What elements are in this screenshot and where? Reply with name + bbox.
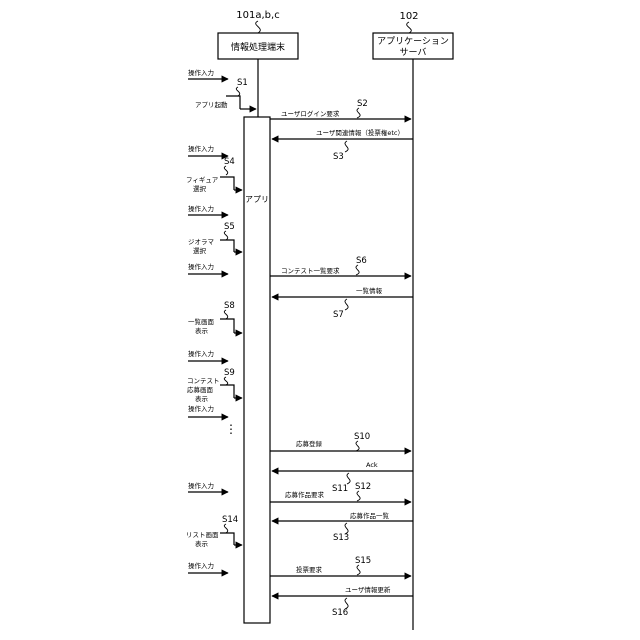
step-s6: S6 [356,256,367,266]
step-s8-leader [224,310,227,319]
step-s2-leader [357,108,360,118]
step-s7: S7 [333,310,344,320]
step-s1-bracket [226,96,240,109]
list-screen-line2: 表示 [195,326,209,335]
msg-s6-label: コンテスト一覧要求 [281,266,340,275]
step-s11-leader [347,473,350,484]
msg-s7-label: 一覧情報 [356,286,383,295]
list-view-line1: リスト画面 [186,531,219,539]
step-s9-bracket [220,385,234,398]
step-s10-leader [356,441,359,451]
step-s11: S11 [332,484,348,494]
msg-s12-label: 応募作品要求 [285,490,325,499]
step-s1: S1 [237,78,248,88]
terminal-ref-label: 101a,b,c [236,10,279,21]
step-s4-leader [224,166,227,175]
figure-select-line2: 選択 [193,184,207,193]
app-activation-bar [244,117,270,623]
step-s15: S15 [355,556,371,566]
continuation-ellipsis: ⋮ [225,422,237,436]
contest-screen-line3: 表示 [195,394,209,403]
operation-input-label-5: 操作入力 [188,349,214,358]
server-name-line2: サーバ [400,47,427,58]
contest-screen-line2: 応募画面 [187,385,214,394]
msg-s15-label: 投票要求 [296,565,323,574]
terminal-ref-leader [256,21,261,33]
step-s3-leader [345,141,348,152]
step-s15-leader [357,565,360,575]
diorama-select-line1: ジオラマ [188,238,215,246]
figure-select-line1: フィギュア [186,176,219,184]
app-label: アプリ [245,195,269,204]
server-name-line1: アプリケーション [377,36,449,47]
step-s8-bracket [220,319,234,333]
operation-input-label-3: 操作入力 [188,204,214,213]
server-ref-label: 102 [399,11,418,22]
diorama-select-line2: 選択 [193,246,207,255]
step-s13: S13 [333,533,349,543]
step-s4-bracket [220,177,234,190]
step-s14: S14 [222,515,238,525]
contest-screen-line1: コンテスト [187,377,220,385]
list-screen-line1: 一覧画面 [188,317,215,326]
app-launch-label: アプリ起動 [195,100,228,109]
step-s9: S9 [224,368,235,378]
step-s12-leader [357,491,360,501]
server-ref-leader [407,22,412,33]
step-s6-leader [356,265,359,275]
step-s14-leader [224,524,227,533]
step-s5-bracket [220,240,234,252]
step-s10: S10 [354,432,370,442]
operation-input-label-2: 操作入力 [188,144,214,153]
msg-s16-label: ユーザ情報更新 [345,585,391,594]
msg-s2-label: ユーザログイン要求 [281,109,340,118]
operation-input-label-4: 操作入力 [188,262,214,271]
step-s14-bracket [220,533,234,545]
step-s2: S2 [357,99,368,109]
step-s5-leader [224,231,227,240]
operation-input-label-8: 操作入力 [188,561,214,570]
step-s16: S16 [332,608,348,618]
operation-input-label-1: 操作入力 [188,68,214,77]
operation-input-label-6: 操作入力 [188,404,214,413]
step-s4: S4 [224,157,235,167]
terminal-name: 情報処理端末 [231,41,285,53]
msg-s10-label: 応募登録 [296,439,323,448]
step-s1-leader [236,87,239,96]
operation-input-label-7: 操作入力 [188,481,214,490]
step-s7-leader [345,299,348,310]
msg-s13-label: 応募作品一覧 [350,511,390,520]
list-view-line2: 表示 [195,539,209,548]
step-s9-leader [224,377,227,385]
msg-ack-label: Ack [366,461,378,469]
step-s5: S5 [224,222,235,232]
step-s3: S3 [333,152,344,162]
step-s12: S12 [355,482,371,492]
step-s8: S8 [224,301,235,311]
msg-s3-label: ユーザ関連情報（投票権etc） [316,128,404,137]
